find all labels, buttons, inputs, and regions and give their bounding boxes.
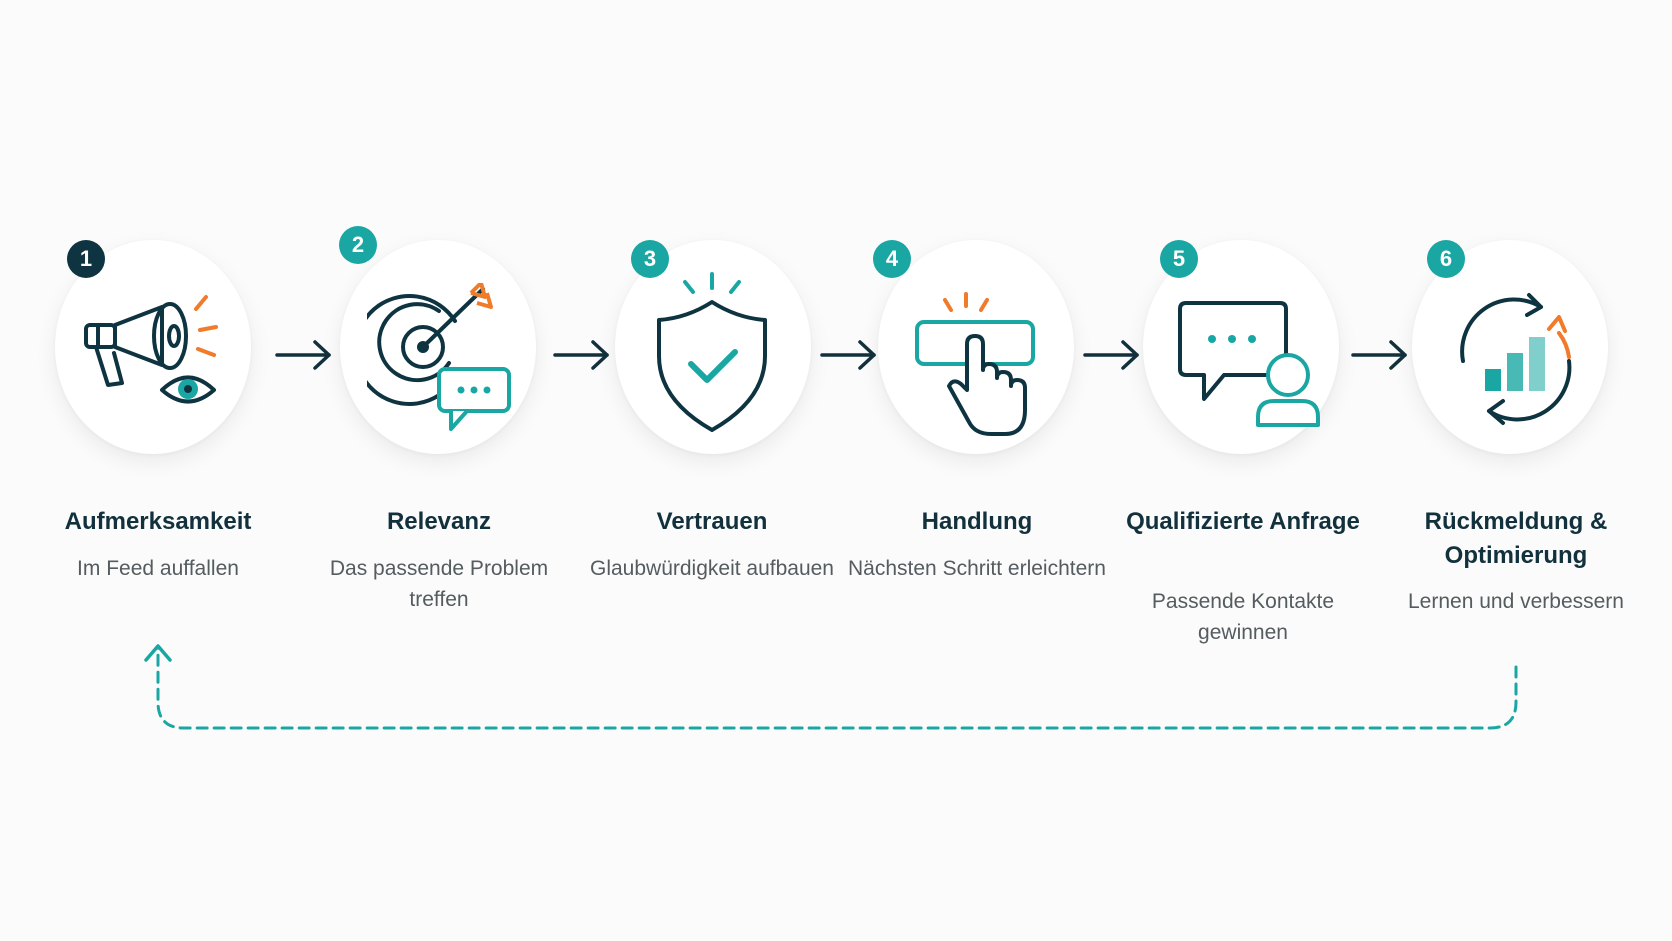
step-5-badge: 5 (1160, 240, 1198, 278)
chat-person-icon (1178, 301, 1320, 427)
step-2-title: Relevanz (386, 508, 492, 535)
step-4-title: Handlung (921, 508, 1033, 535)
cycle-chart-icon (1460, 293, 1572, 425)
step-3-badge: 3 (631, 240, 669, 278)
step-4-description: Nächsten Schritt erleichtern (848, 557, 1106, 580)
step-2-circle (340, 240, 536, 454)
step-3-title: Vertrauen (656, 508, 768, 535)
step-5-title: Qualifizierte Anfrage (1126, 508, 1360, 535)
step-5-description: Passende Kontakte gewinnen (1151, 590, 1335, 644)
step-6-title: Rückmeldung & Optimierung (1424, 508, 1608, 569)
step-6-description: Lernen und verbessern (1408, 590, 1624, 613)
step-3-description: Glaubwürdigkeit aufbauen (589, 557, 834, 580)
step-2-description: Das passende Problem treffen (329, 557, 549, 611)
step-2-badge: 2 (339, 226, 377, 264)
step-1-badge: 1 (67, 240, 105, 278)
arrow-right-icon (1351, 340, 1407, 370)
arrow-right-icon (553, 340, 609, 370)
shield-check-icon (657, 272, 767, 432)
step-6-badge: 6 (1427, 240, 1465, 278)
step-1-description: Im Feed auffallen (77, 557, 239, 580)
click-button-icon (915, 292, 1035, 436)
arrow-right-icon (820, 340, 876, 370)
step-1-title: Aufmerksamkeit (64, 508, 252, 535)
arrow-right-icon (275, 340, 331, 370)
arrow-right-icon (1083, 340, 1139, 370)
step-4-badge: 4 (873, 240, 911, 278)
megaphone-eye-icon (84, 295, 218, 404)
target-chat-icon (367, 283, 511, 431)
